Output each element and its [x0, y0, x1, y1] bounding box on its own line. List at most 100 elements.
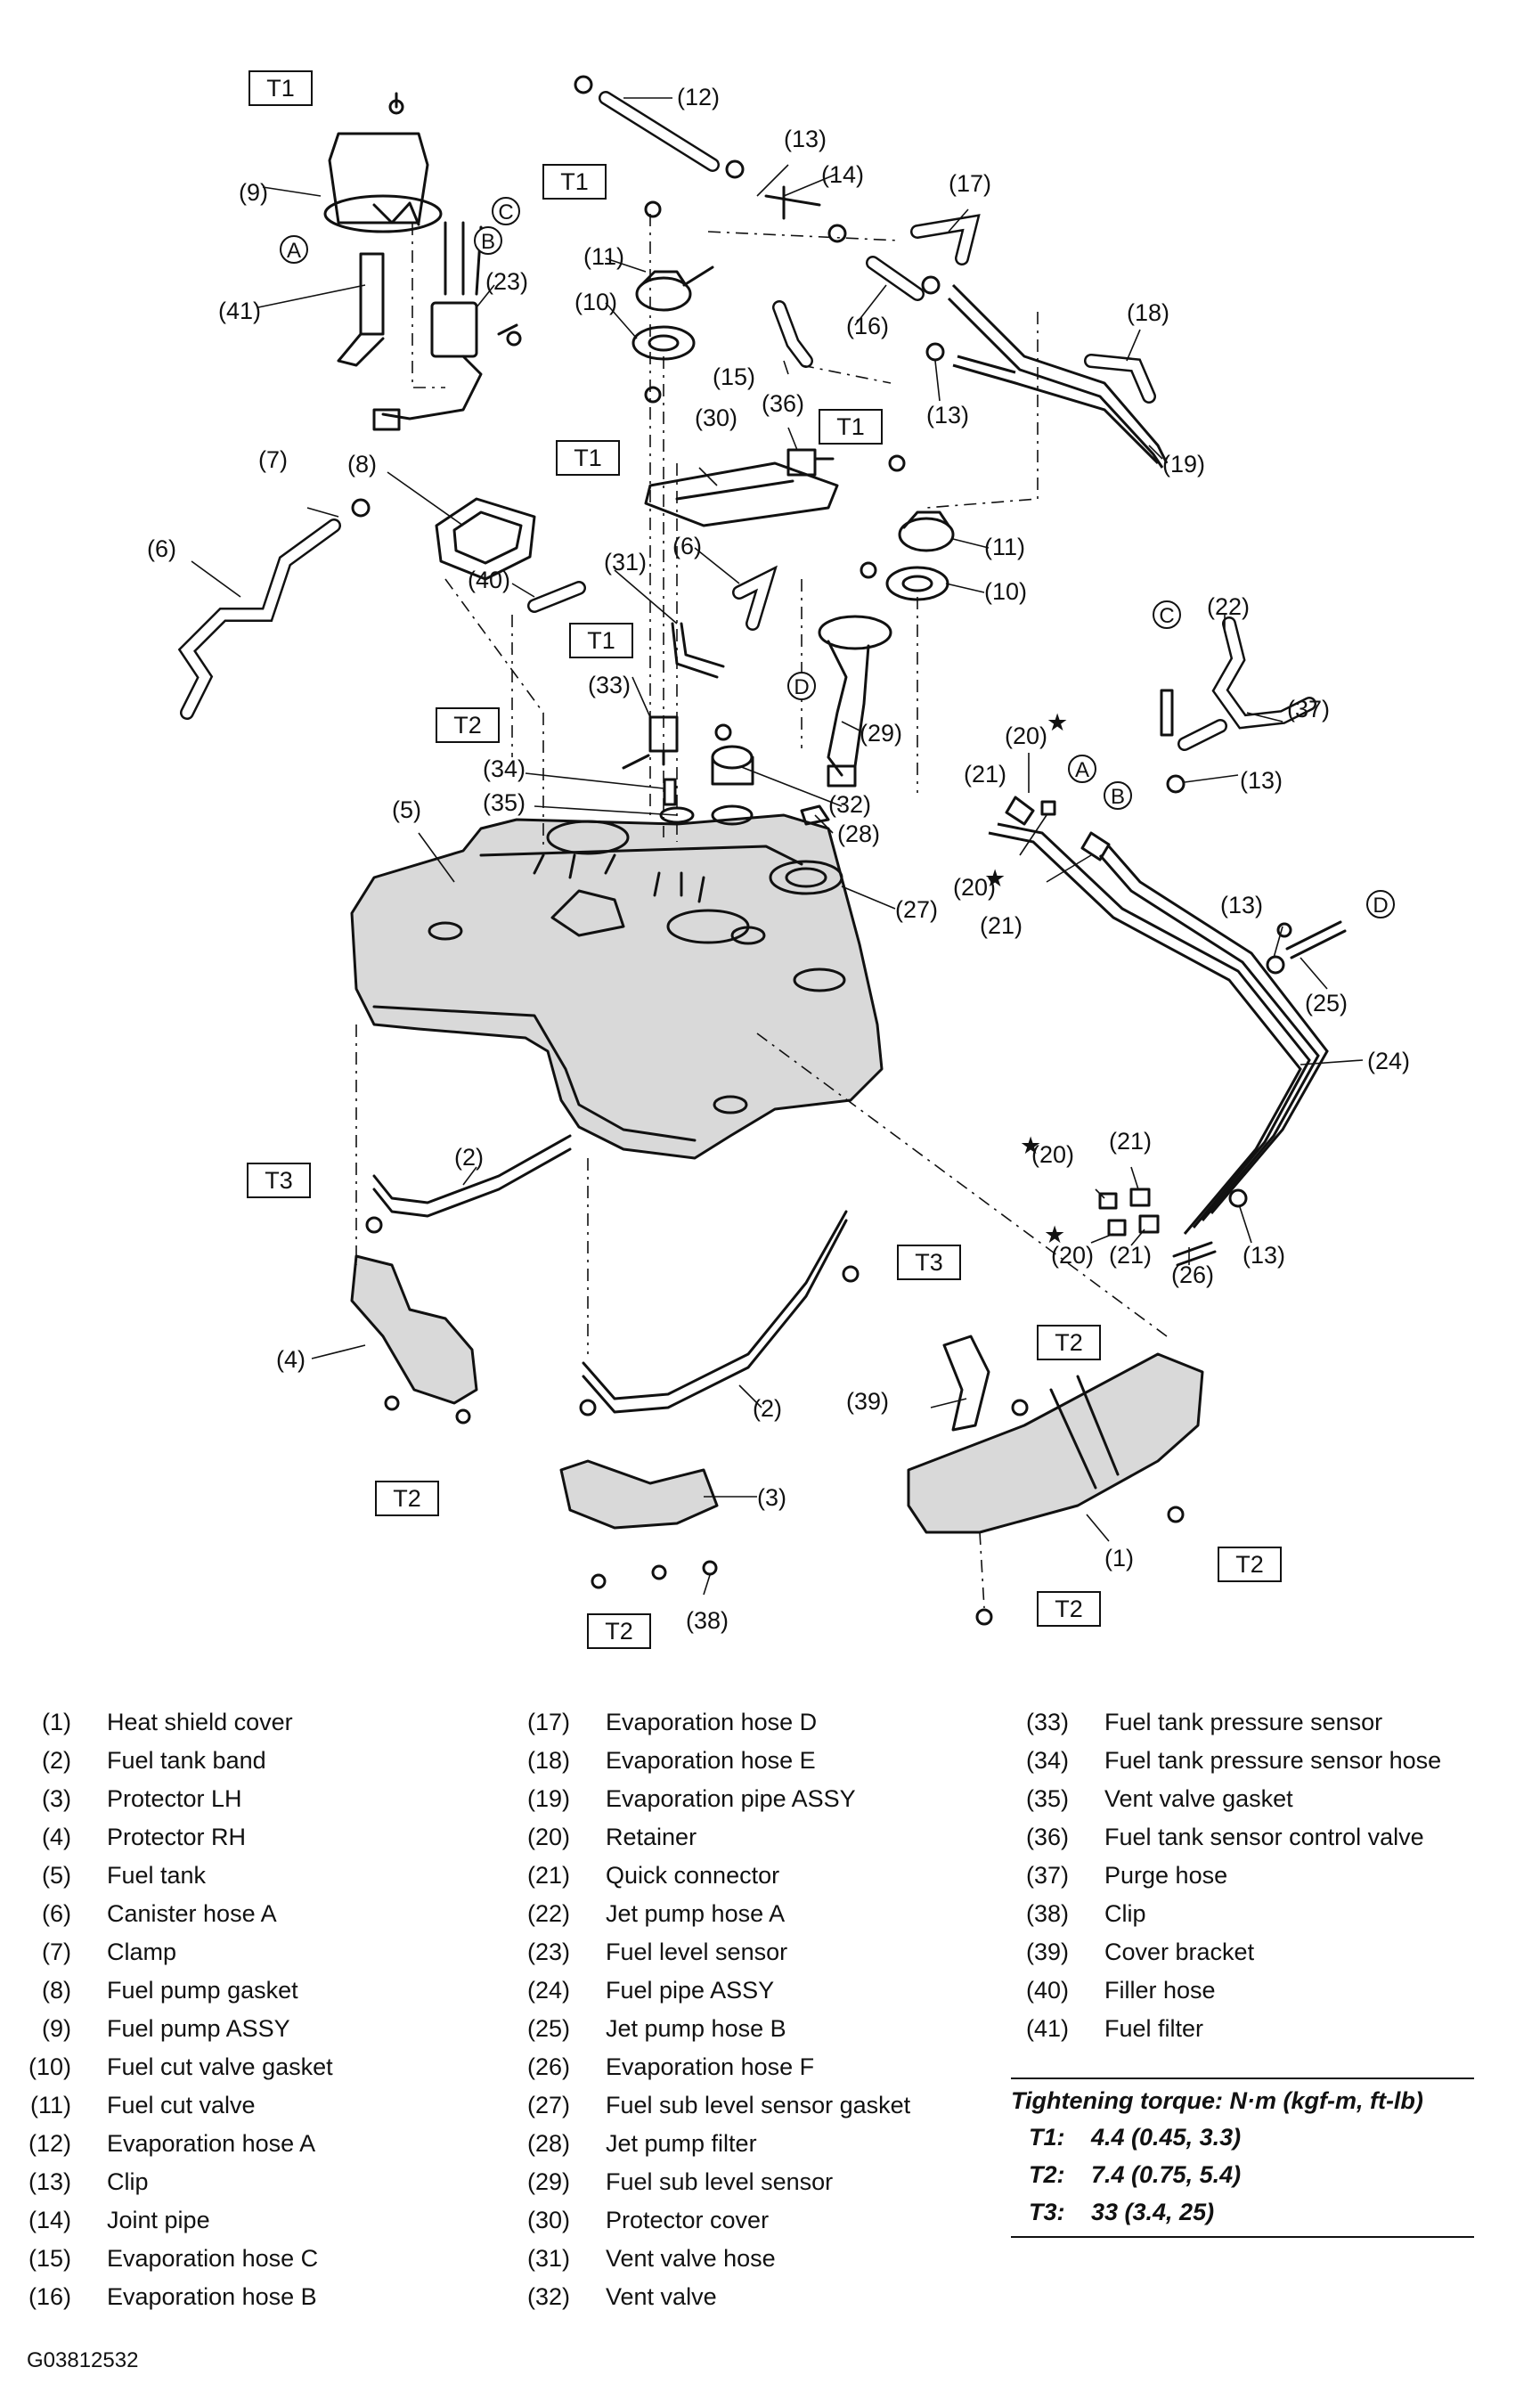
- legend-item-number: (33): [1025, 1709, 1069, 1735]
- legend-item-name: Jet pump hose B: [606, 2015, 786, 2042]
- legend-item-number: (26): [526, 2053, 570, 2080]
- legend-item-name: Fuel tank sensor control valve: [1104, 1824, 1424, 1850]
- torque-box-t2-protector-rh: T2: [375, 1481, 439, 1516]
- legend-item-number: (9): [42, 2015, 71, 2042]
- fuel-sub-level-sensor: [818, 615, 892, 788]
- legend-item: (13)Clip: [0, 2163, 333, 2201]
- legend-item-name: Evaporation pipe ASSY: [606, 1785, 856, 1812]
- protector-lh: [559, 1459, 719, 1530]
- legend-item-name: Protector RH: [107, 1824, 247, 1850]
- callout-36: (36): [762, 390, 804, 417]
- quick-connector-lower-left: [1129, 1188, 1151, 1207]
- legend-item: (29)Fuel sub level sensor: [499, 2163, 910, 2201]
- legend-item-number: (36): [1025, 1824, 1069, 1850]
- callout-37: (37): [1287, 696, 1330, 722]
- evaporation-hose-e: [1084, 354, 1156, 404]
- callout-38: (38): [686, 1607, 729, 1634]
- callout-40: (40): [468, 567, 510, 593]
- legend-item: (14)Joint pipe: [0, 2201, 333, 2240]
- callout-13-right1: (13): [1240, 767, 1283, 794]
- legend-item: (37)Purge hose: [998, 1857, 1441, 1895]
- connection-mark-b-right: B: [1104, 781, 1132, 810]
- legend-item-name: Fuel level sensor: [606, 1939, 788, 1965]
- legend-item-name: Purge hose: [1104, 1862, 1228, 1889]
- legend-item-name: Vent valve: [606, 2283, 717, 2310]
- legend-item: (30)Protector cover: [499, 2201, 910, 2240]
- legend-item-name: Evaporation hose A: [107, 2130, 316, 2157]
- legend-item-number: (23): [526, 1939, 570, 1965]
- svg-text:T3: T3: [915, 1249, 943, 1276]
- callout-28: (28): [837, 820, 880, 847]
- connection-mark-c-left: C: [492, 197, 520, 225]
- legend-item-number: (21): [526, 1862, 570, 1889]
- svg-text:D: D: [794, 675, 809, 699]
- svg-text:C: C: [498, 200, 513, 224]
- fuel-pipe-assy: [988, 822, 1329, 1235]
- svg-text:D: D: [1373, 894, 1388, 918]
- retainer-lower-left: [1098, 1192, 1118, 1210]
- legend-item: (40)Filler hose: [998, 1971, 1441, 2010]
- legend-item: (8)Fuel pump gasket: [0, 1971, 333, 2010]
- svg-text:T3: T3: [265, 1167, 293, 1194]
- quick-connector-upper-right: [1080, 831, 1111, 861]
- callout-22: (22): [1207, 593, 1250, 620]
- callout-26: (26): [1171, 1261, 1214, 1288]
- jet-pump-hose-b: [1285, 920, 1347, 959]
- legend-item: (10)Fuel cut valve gasket: [0, 2048, 333, 2086]
- legend-item: (12)Evaporation hose A: [0, 2125, 333, 2163]
- callout-labels: (9) (41) (23) (12) (13) (14) (17) (11) (…: [147, 84, 1410, 1634]
- torque-row-t1: T1: 4.4 (0.45, 3.3): [1029, 2118, 1474, 2156]
- svg-text:T2: T2: [605, 1618, 633, 1645]
- callout-23: (23): [485, 268, 528, 295]
- fuel-pump-assy: [323, 132, 483, 367]
- callout-6-left: (6): [147, 535, 176, 562]
- callout-11-front: (11): [583, 243, 624, 270]
- svg-text:★: ★: [1044, 1221, 1065, 1248]
- connection-mark-d-right: D: [1366, 890, 1395, 918]
- callout-9: (9): [239, 179, 268, 206]
- legend-item-number: (16): [28, 2283, 71, 2310]
- quick-connector-upper-left: [1005, 796, 1035, 826]
- legend-item: (19)Evaporation pipe ASSY: [499, 1780, 910, 1818]
- callout-2-right: (2): [454, 1144, 484, 1171]
- legend-item-name: Fuel tank band: [107, 1747, 266, 1774]
- connection-mark-d-left: D: [787, 672, 816, 700]
- fuel-level-sensor: [372, 301, 518, 431]
- legend-item-name: Fuel tank: [107, 1862, 207, 1889]
- leader-lines: [191, 97, 1364, 1596]
- legend-item: (15)Evaporation hose C: [0, 2240, 333, 2278]
- torque-box-t2-sensor: T2: [436, 707, 500, 743]
- legend-item-number: (28): [526, 2130, 570, 2157]
- legend-item-name: Evaporation hose C: [107, 2245, 319, 2272]
- legend-item: (11)Fuel cut valve: [0, 2086, 333, 2125]
- fuel-tank: [350, 813, 884, 1160]
- legend-item-number: (29): [526, 2168, 570, 2195]
- torque-value: 33 (3.4, 25): [1091, 2199, 1215, 2225]
- torque-key: T1:: [1029, 2124, 1065, 2151]
- legend-column-2: (17)Evaporation hose D(18)Evaporation ho…: [499, 1703, 910, 2316]
- legend-item-name: Heat shield cover: [107, 1709, 293, 1735]
- fasteners: [365, 92, 1292, 1626]
- svg-text:B: B: [1111, 785, 1125, 809]
- legend-item-name: Quick connector: [606, 1862, 780, 1889]
- legend-item-name: Fuel pump ASSY: [107, 2015, 290, 2042]
- svg-text:T2: T2: [1235, 1551, 1264, 1578]
- legend-item-number: (7): [42, 1939, 71, 1965]
- evaporation-hose-d: [910, 214, 981, 265]
- svg-text:T2: T2: [1055, 1596, 1083, 1622]
- legend-item-number: (6): [42, 1900, 71, 1927]
- callout-29: (29): [860, 720, 902, 747]
- legend-item: (33)Fuel tank pressure sensor: [998, 1703, 1441, 1742]
- connection-mark-c-right: C: [1153, 600, 1181, 629]
- legend-item-number: (40): [1025, 1977, 1069, 2004]
- filler-hose: [527, 581, 586, 613]
- fuel-cut-valve-rear: [898, 510, 955, 552]
- jet-pump-hose-a: [1160, 689, 1174, 737]
- legend-item-number: (20): [526, 1824, 570, 1850]
- legend-item: (38)Clip: [998, 1895, 1441, 1933]
- fuel-tank-pressure-sensor-hose: [663, 778, 677, 806]
- torque-box-t2-bracket: T2: [1037, 1325, 1101, 1360]
- callout-5: (5): [392, 796, 421, 823]
- legend-item-name: Fuel filter: [1104, 2015, 1204, 2042]
- legend-item: (20)Retainer: [499, 1818, 910, 1857]
